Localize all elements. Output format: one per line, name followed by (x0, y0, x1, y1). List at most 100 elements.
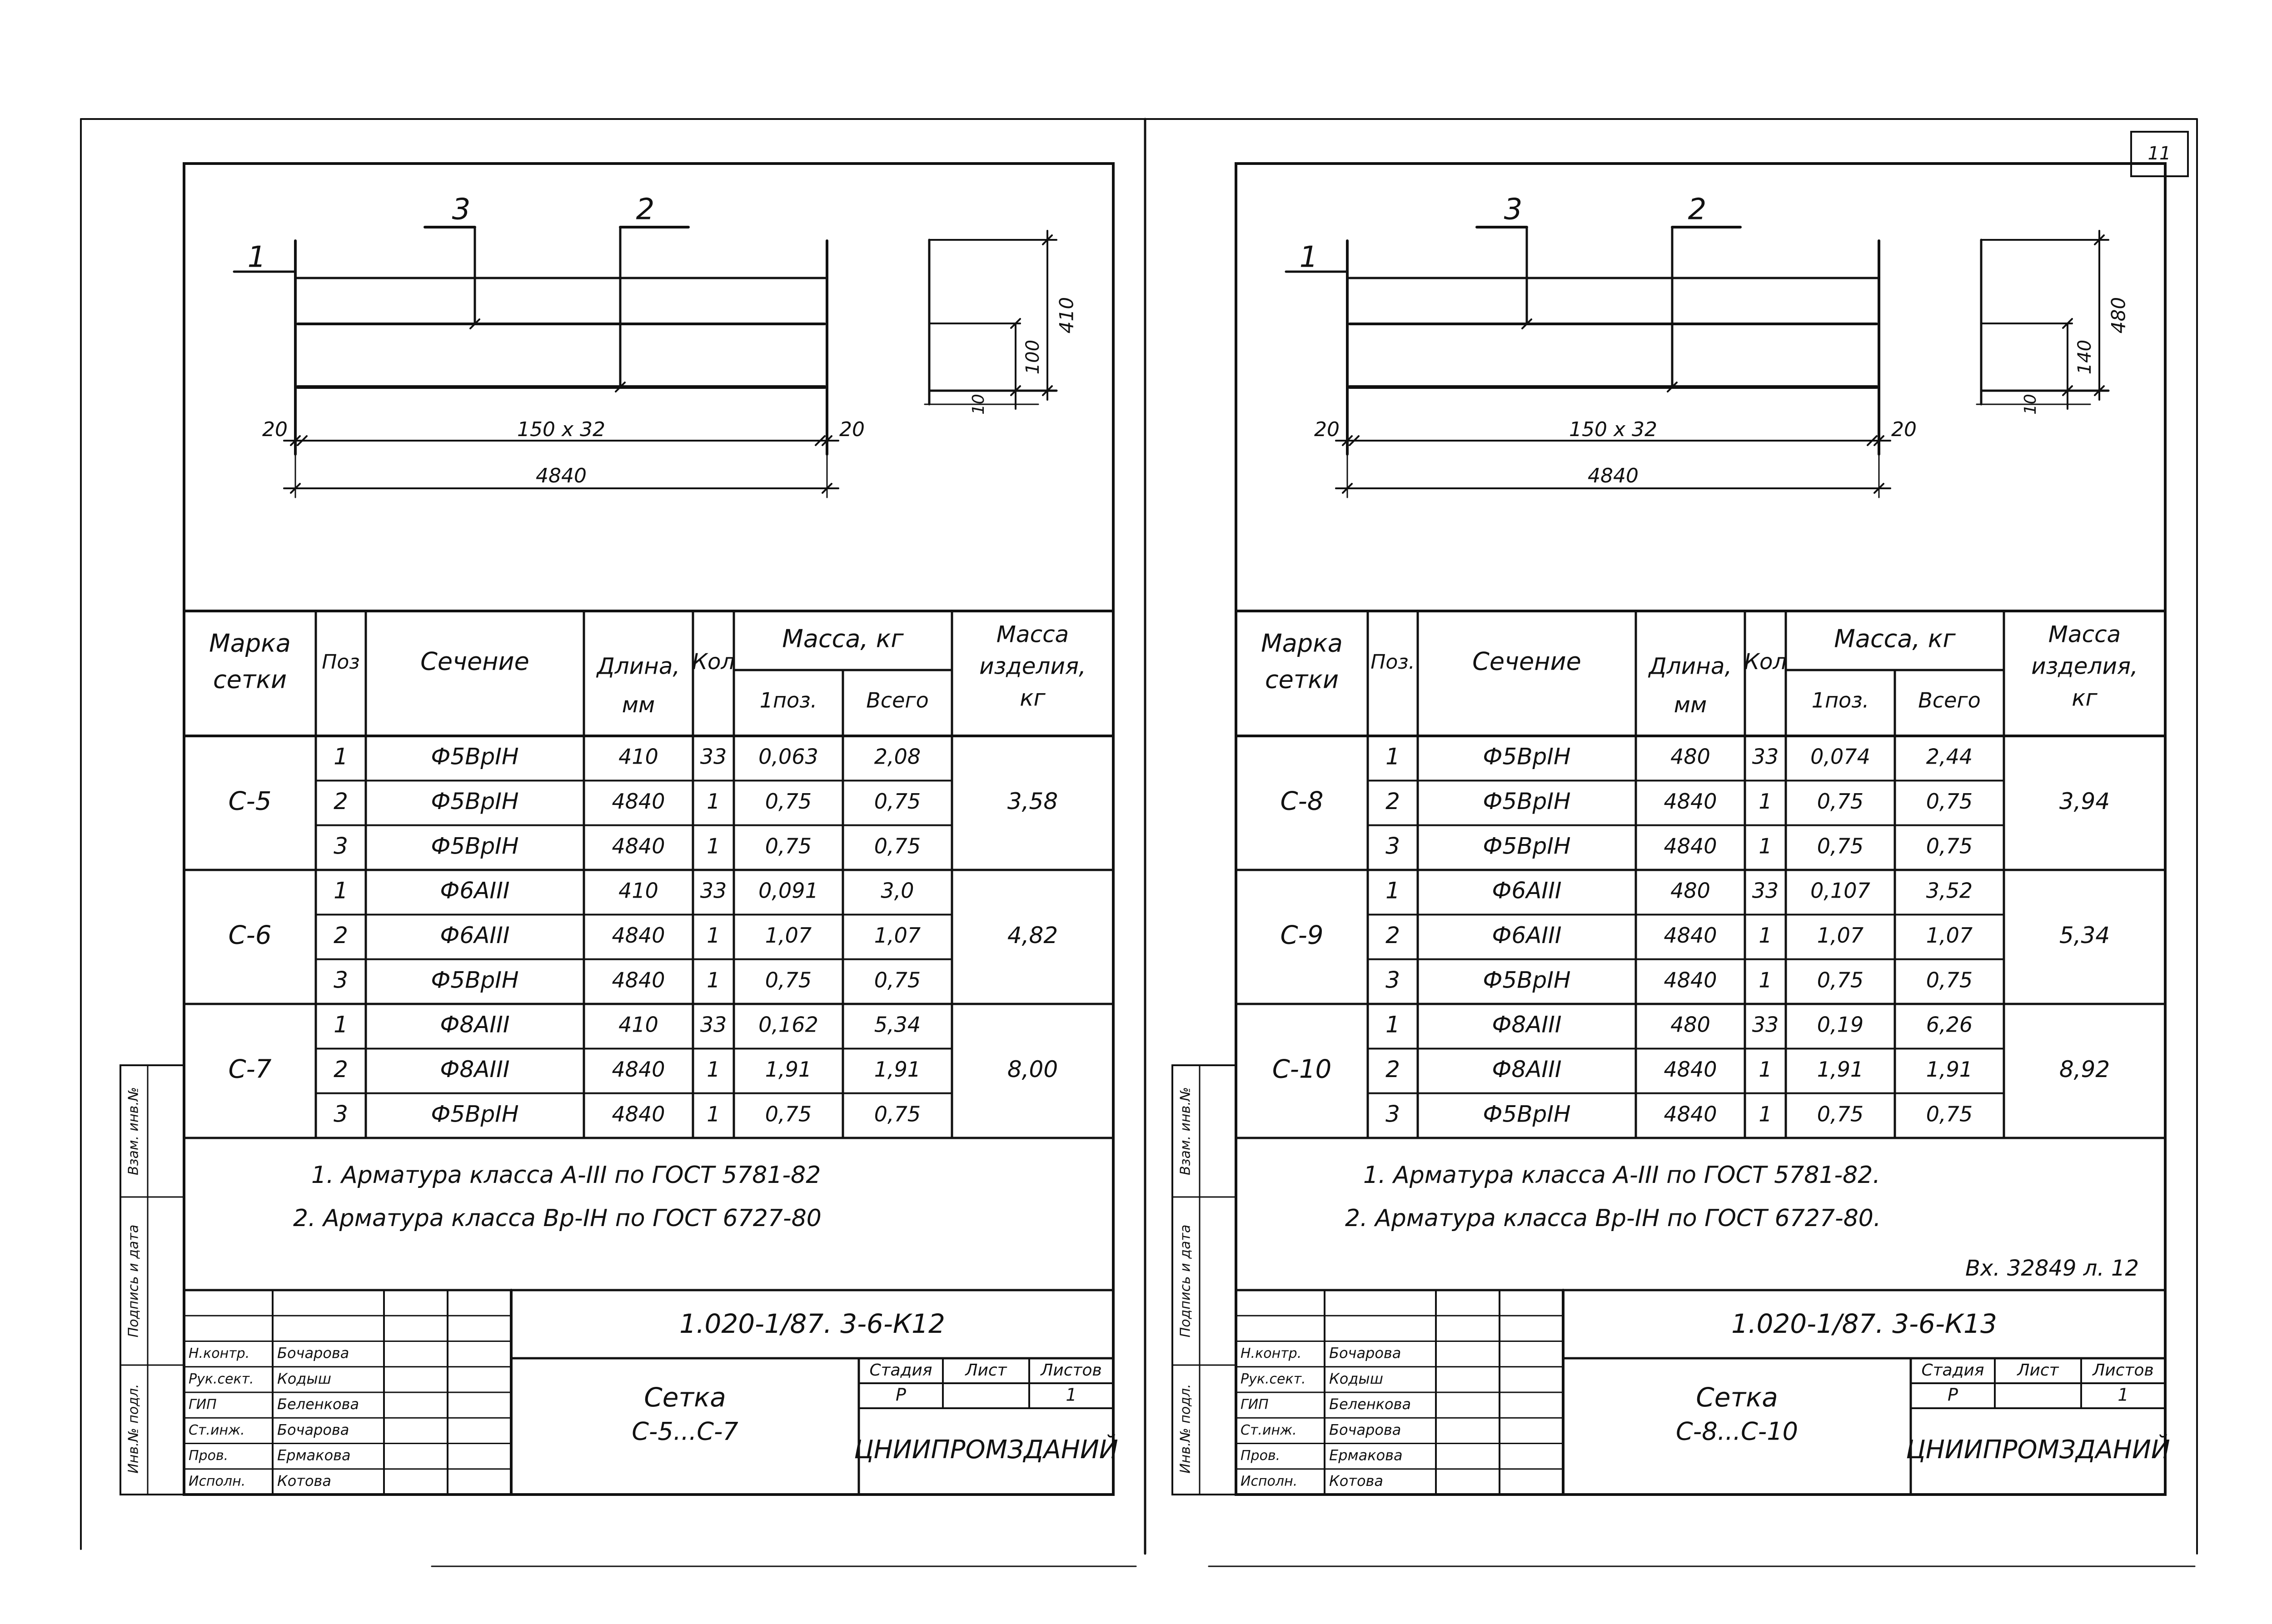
header-mass-total: Всего (1918, 688, 1980, 713)
end-offset-left: 20 (1314, 418, 1340, 441)
row-section: Ф5ВрIН (431, 744, 518, 770)
drawing-subtitle: С-8...С-10 (1676, 1417, 1798, 1446)
incoming-stamp-note: Вх. 32849 л. 12 (1965, 1256, 2139, 1281)
header-length: Длина, (1648, 653, 1732, 680)
row-mass-total: 0,75 (1926, 1102, 1973, 1126)
main-frame (1235, 162, 2167, 1496)
row-qty: 33 (1752, 1013, 1779, 1037)
row-section: Ф5ВрIН (1483, 833, 1570, 859)
header-section: Сечение (1472, 647, 1581, 676)
signature-name: Беленкова (277, 1396, 359, 1413)
row-mass-total: 2,44 (1926, 745, 1973, 769)
product-mass-cell: 3,94 (2059, 788, 2110, 814)
drawing-title: Сетка (644, 1382, 726, 1413)
pitch-dimension: 150 x 32 (517, 418, 605, 441)
row-mass-one: 0,19 (1817, 1013, 1863, 1037)
row-mass-one: 0,75 (765, 834, 812, 858)
header-section: Сечение (420, 647, 529, 676)
mark-cell: С-5 (229, 787, 272, 816)
product-mass-cell: 4,82 (1007, 922, 1058, 949)
row-section: Ф5ВрIН (431, 967, 518, 993)
side-strip (1171, 1064, 1237, 1495)
row-length: 4840 (1664, 1102, 1717, 1126)
header-length: Длина, (596, 653, 680, 680)
header-length-unit: мм (622, 692, 655, 718)
row-qty: 1 (1759, 923, 1772, 948)
row-pos: 2 (1385, 788, 1400, 814)
callout-3-label: 3 (452, 193, 471, 227)
total-length-dimension: 4840 (536, 464, 587, 487)
row-qty: 33 (1752, 879, 1779, 903)
row-qty: 1 (707, 923, 720, 948)
row-mass-total: 1,07 (874, 923, 921, 948)
header-length-unit: мм (1674, 692, 1707, 718)
section-inner-dimension: 100 (1022, 340, 1043, 374)
row-mass-total: 1,91 (1926, 1057, 1973, 1082)
row-mass-total: 0,75 (1926, 968, 1973, 992)
dimension-tick (1010, 318, 1021, 329)
row-section: Ф5ВрIН (1483, 744, 1570, 770)
row-length: 4840 (1664, 923, 1717, 948)
header-qty: Кол (1744, 649, 1787, 675)
row-length: 4840 (1664, 834, 1717, 858)
row-mass-total: 0,75 (1926, 834, 1973, 858)
row-mass-total: 6,26 (1926, 1013, 1973, 1037)
signature-name: Ермакова (1329, 1447, 1403, 1464)
product-mass-cell: 8,92 (2059, 1056, 2110, 1083)
product-mass-cell: 8,00 (1007, 1056, 1058, 1083)
section-height-dimension: 410 (1056, 297, 1078, 333)
sheet-label: Лист (964, 1361, 1007, 1380)
row-qty: 33 (700, 1013, 727, 1037)
organization-name: ЦНИИПРОМЗДАНИЙ (854, 1435, 1118, 1465)
mark-cell: С-10 (1272, 1055, 1332, 1084)
callout-3-label: 3 (1504, 193, 1523, 227)
row-qty: 1 (1759, 834, 1772, 858)
note-1: 1. Арматура класса А-III по ГОСТ 5781-82 (311, 1162, 821, 1189)
side-strip (120, 1064, 185, 1495)
row-qty: 1 (707, 968, 720, 992)
stage-value: Р (896, 1385, 906, 1405)
pitch-dimension: 150 x 32 (1569, 418, 1657, 441)
row-mass-one: 0,75 (765, 789, 812, 814)
row-section: Ф6АIII (440, 922, 509, 949)
row-length: 4840 (612, 834, 665, 858)
row-section: Ф5ВрIН (1483, 788, 1570, 814)
row-section: Ф6АIII (440, 878, 509, 904)
signature-role: Исполн. (189, 1473, 245, 1489)
side-label-replace-inv: Взам. инв.№ (126, 1087, 142, 1175)
row-section: Ф8АIII (1492, 1056, 1561, 1083)
row-mass-one: 0,75 (1817, 789, 1863, 814)
sheet-label: Лист (2016, 1361, 2059, 1380)
row-mass-one: 0,162 (758, 1013, 818, 1037)
signature-name: Кодыш (277, 1370, 331, 1387)
side-label-replace-inv: Взам. инв.№ (1178, 1087, 1194, 1175)
callout-2-tick (615, 382, 626, 392)
row-pos: 2 (1385, 1056, 1400, 1083)
row-qty: 1 (1759, 789, 1772, 814)
section-bottom-dimension: 10 (969, 394, 988, 415)
dimension-tick (1873, 435, 1884, 446)
callout-3-tick (1521, 318, 1532, 329)
row-pos: 3 (1385, 1101, 1400, 1127)
dimension-tick (2094, 234, 2105, 245)
dimension-tick (1867, 435, 1878, 446)
header-product-mass-3: кг (1020, 685, 1046, 711)
row-pos: 1 (1385, 878, 1400, 904)
row-length: 4840 (1664, 968, 1717, 992)
row-section: Ф6АIII (1492, 922, 1561, 949)
row-mass-one: 1,91 (765, 1057, 812, 1082)
side-label-inv-no: Инв.№ подл. (126, 1384, 142, 1473)
drawing-code: 1.020-1/87. 3-6-К13 (1731, 1308, 1997, 1339)
row-length: 4840 (612, 789, 665, 814)
dimension-tick (1349, 435, 1360, 446)
product-mass-cell: 3,58 (1007, 788, 1058, 814)
row-qty: 33 (700, 745, 727, 769)
row-pos: 2 (334, 922, 348, 949)
stage-label: Стадия (1921, 1361, 1984, 1380)
row-pos: 2 (334, 788, 348, 814)
row-section: Ф8АIII (440, 1056, 509, 1083)
row-pos: 3 (334, 833, 348, 859)
signature-name: Бочарова (277, 1421, 349, 1438)
stage-label: Стадия (869, 1361, 932, 1380)
